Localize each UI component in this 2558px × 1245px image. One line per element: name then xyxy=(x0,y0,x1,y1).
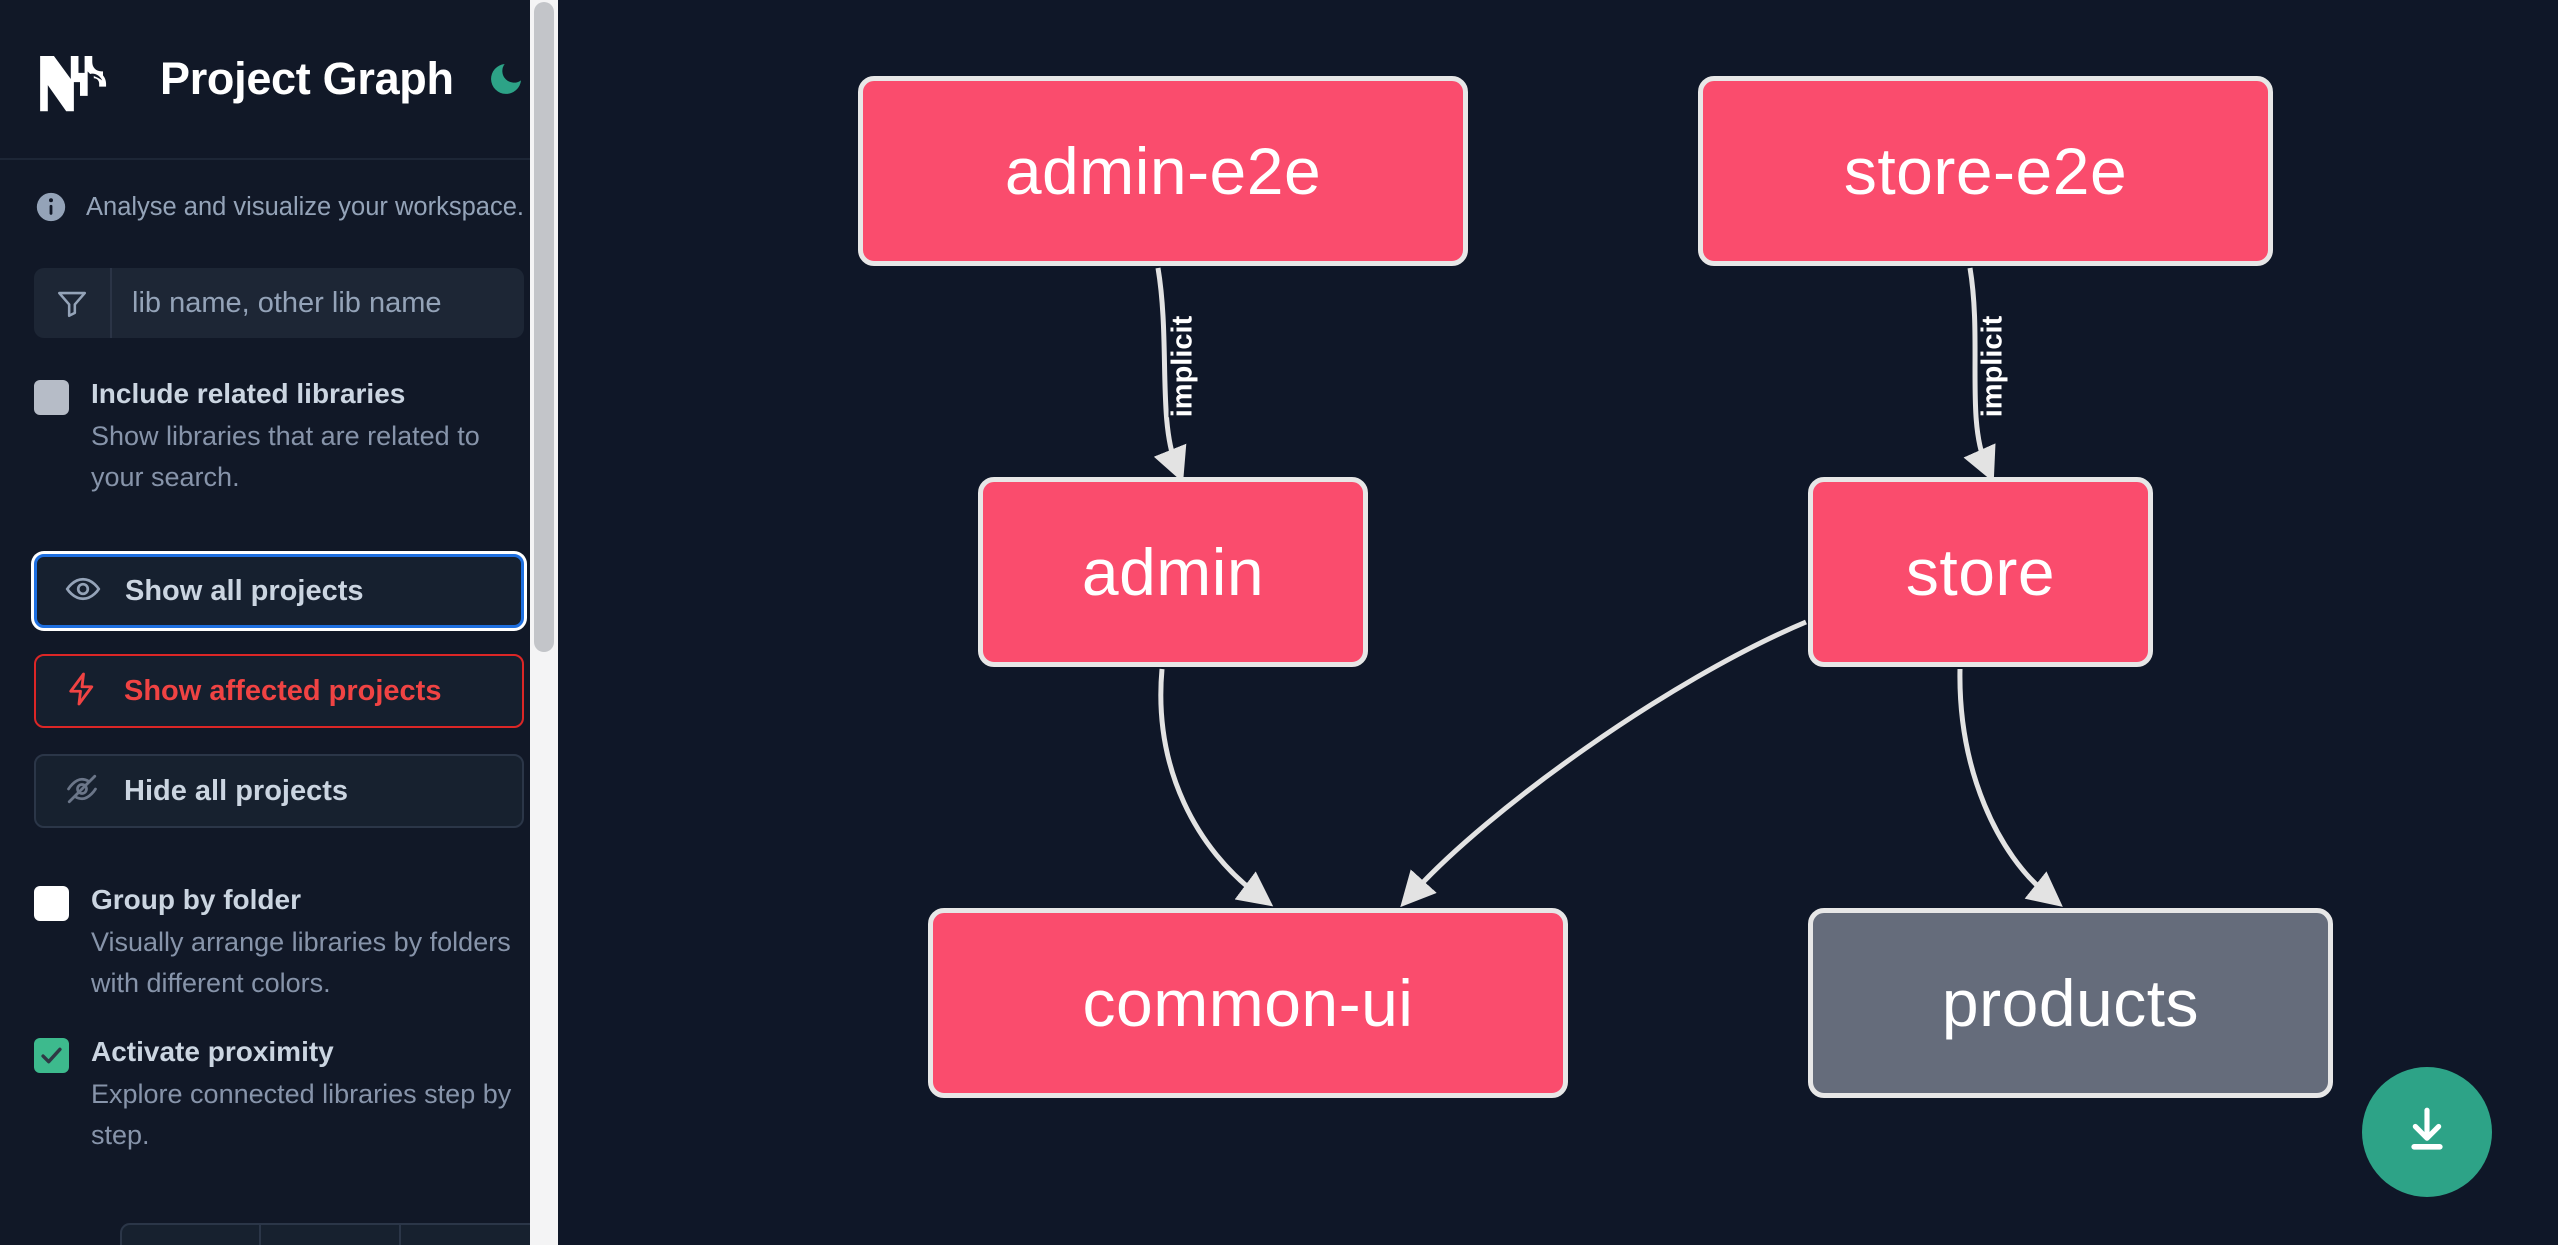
graph-node-admin-e2e[interactable]: admin-e2e xyxy=(858,76,1468,266)
show-affected-projects-button[interactable]: Show affected projects xyxy=(34,654,524,728)
download-graph-button[interactable] xyxy=(2362,1067,2492,1197)
checkbox-label: Activate proximity xyxy=(91,1036,334,1067)
graph-node-common-ui[interactable]: common-ui xyxy=(928,908,1568,1098)
node-label: admin-e2e xyxy=(1004,134,1322,208)
graph-canvas[interactable]: admin-e2e store-e2e admin store common-u… xyxy=(558,0,2558,1245)
checkbox-label: Group by folder xyxy=(91,884,301,915)
download-icon xyxy=(2399,1102,2455,1163)
checkbox-include-related-libraries[interactable]: Include related libraries Show libraries… xyxy=(34,376,524,498)
moon-icon[interactable] xyxy=(486,56,526,102)
graph-edges xyxy=(1153,267,2063,908)
graph-node-store-e2e[interactable]: store-e2e xyxy=(1698,76,2273,266)
button-label: Hide all projects xyxy=(124,774,349,807)
edge-store-to-products xyxy=(1957,668,2063,907)
checkbox-body: Include related libraries Show libraries… xyxy=(91,376,524,498)
edge-admin-to-common-ui xyxy=(1158,668,1274,907)
checkbox-body: Activate proximity Explore connected lib… xyxy=(91,1034,524,1156)
checkbox-description: Visually arrange libraries by folders wi… xyxy=(91,927,511,998)
nx-logo-icon xyxy=(34,46,126,112)
edge-store-to-common-ui xyxy=(1400,619,1807,908)
checkbox-description: Show libraries that are related to your … xyxy=(91,421,480,492)
node-label: store xyxy=(1905,535,2056,609)
node-label: common-ui xyxy=(1082,966,1414,1040)
graph-node-admin[interactable]: admin xyxy=(978,477,1368,667)
show-all-projects-button[interactable]: Show all projects xyxy=(34,554,524,628)
sidebar: Project Graph Analyse and visualize your… xyxy=(0,0,558,1245)
node-label: products xyxy=(1941,966,2200,1040)
segmented-control[interactable] xyxy=(120,1223,540,1245)
search-field[interactable] xyxy=(34,268,524,338)
scrollbar-thumb[interactable] xyxy=(534,2,554,652)
page-title: Project Graph xyxy=(160,53,454,104)
button-label: Show affected projects xyxy=(124,674,442,707)
checkbox-box[interactable] xyxy=(34,1038,69,1073)
eye-icon xyxy=(65,571,101,612)
graph-node-store[interactable]: store xyxy=(1808,477,2153,667)
filter-funnel-icon xyxy=(34,268,112,338)
eye-off-icon xyxy=(64,771,100,812)
checkbox-box[interactable] xyxy=(34,380,69,415)
checkbox-group-by-folder[interactable]: Group by folder Visually arrange librari… xyxy=(34,882,524,1004)
graph-node-products[interactable]: products xyxy=(1808,908,2333,1098)
button-label: Show all projects xyxy=(125,574,364,607)
edge-admin-e2e-to-admin xyxy=(1153,267,1187,483)
search-input[interactable] xyxy=(112,268,524,338)
sidebar-scrollbar[interactable] xyxy=(530,0,558,1245)
info-circle-icon xyxy=(34,190,68,224)
checkbox-box[interactable] xyxy=(34,886,69,921)
node-label: store-e2e xyxy=(1843,134,2128,208)
info-text: Analyse and visualize your workspace. xyxy=(86,192,524,221)
edge-store-e2e-to-store xyxy=(1963,267,1996,483)
checkbox-body: Group by folder Visually arrange librari… xyxy=(91,882,524,1004)
hide-all-projects-button[interactable]: Hide all projects xyxy=(34,754,524,828)
checkbox-label: Include related libraries xyxy=(91,378,406,409)
segment-2[interactable] xyxy=(261,1225,401,1245)
node-label: admin xyxy=(1081,535,1265,609)
info-row: Analyse and visualize your workspace. xyxy=(0,160,558,224)
segment-1[interactable] xyxy=(122,1225,262,1245)
lightning-bolt-icon xyxy=(64,671,100,712)
checkbox-description: Explore connected libraries step by step… xyxy=(91,1079,512,1150)
segment-3[interactable] xyxy=(401,1225,538,1245)
checkbox-activate-proximity[interactable]: Activate proximity Explore connected lib… xyxy=(34,1034,524,1156)
sidebar-header: Project Graph xyxy=(0,0,558,160)
